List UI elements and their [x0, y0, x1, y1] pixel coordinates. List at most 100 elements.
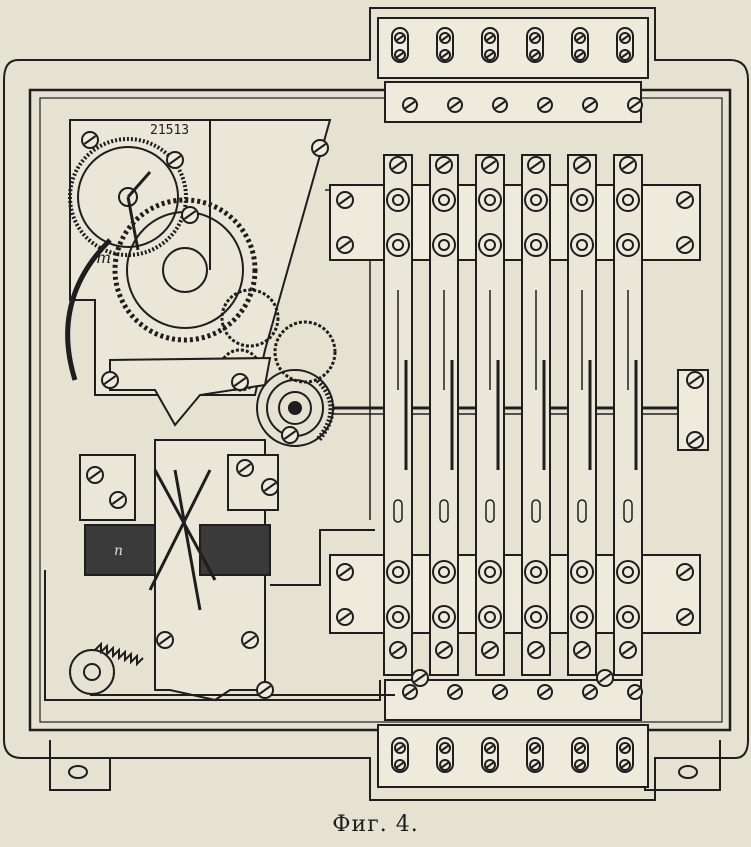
gear	[273, 320, 337, 384]
slot	[577, 499, 587, 523]
label-m: m	[96, 248, 111, 267]
nut-hole	[484, 611, 496, 623]
screw-slot	[437, 645, 451, 655]
screw-slot	[437, 160, 451, 170]
terminal-clamp	[481, 27, 499, 63]
screw-slot	[575, 645, 589, 655]
nut-hole	[622, 566, 634, 578]
screw-slot	[575, 761, 585, 769]
hex-nut	[386, 560, 410, 584]
terminal-clamp	[481, 737, 499, 773]
screw-slot	[575, 744, 585, 752]
spring	[94, 641, 144, 667]
screw-slot	[529, 645, 543, 655]
nut-hole	[392, 194, 404, 206]
hex-nut	[432, 233, 456, 257]
top-terminal-block	[377, 17, 649, 79]
hex-nut	[386, 188, 410, 212]
screw-slot	[575, 51, 585, 59]
screw-slot	[263, 482, 277, 492]
hex-nut	[570, 560, 594, 584]
screw-slot	[83, 135, 97, 145]
nut-hole	[438, 194, 450, 206]
screw-slot	[238, 463, 252, 473]
hex-nut	[386, 233, 410, 257]
screw-slot	[485, 761, 495, 769]
hex-nut	[478, 188, 502, 212]
screw-slot	[620, 51, 630, 59]
screw-slot	[338, 612, 352, 622]
screw-slot	[530, 34, 540, 42]
slot	[623, 499, 633, 523]
slot	[439, 499, 449, 523]
screw-slot	[103, 375, 117, 385]
screw-slot	[539, 687, 551, 697]
hex-nut	[524, 233, 548, 257]
nut-hole	[530, 566, 542, 578]
screw-slot	[283, 430, 297, 440]
meter-mechanism-drawing: 21513 m n	[3, 7, 749, 801]
coil-left	[84, 524, 156, 576]
screw-slot	[620, 744, 630, 752]
mounting-lug	[68, 765, 88, 779]
screw-slot	[621, 645, 635, 655]
screw-slot	[494, 100, 506, 110]
screw-slot	[183, 210, 197, 220]
screw-slot	[530, 51, 540, 59]
label-n: n	[114, 543, 123, 559]
screw-slot	[449, 687, 461, 697]
coil-right	[199, 524, 271, 576]
terminal-clamp	[436, 737, 454, 773]
screw-slot	[338, 567, 352, 577]
nut-hole	[530, 194, 542, 206]
screw-slot	[440, 761, 450, 769]
nut-hole	[622, 194, 634, 206]
hex-nut	[616, 233, 640, 257]
screw-slot	[598, 673, 612, 683]
terminal-clamp	[526, 27, 544, 63]
screw-slot	[485, 51, 495, 59]
bottom-terminal-block	[384, 679, 642, 721]
screw-slot	[449, 100, 461, 110]
mounting-lug	[678, 765, 698, 779]
nut-hole	[622, 239, 634, 251]
nut-hole	[530, 239, 542, 251]
screw-slot	[584, 687, 596, 697]
screw-slot	[395, 744, 405, 752]
screw-slot	[258, 685, 272, 695]
slot	[393, 499, 403, 523]
screw-slot	[440, 744, 450, 752]
screw-slot	[485, 34, 495, 42]
figure-caption: Фиг. 4.	[332, 812, 419, 837]
screw-slot	[620, 34, 630, 42]
nut-hole	[576, 239, 588, 251]
screw-slot	[688, 435, 702, 445]
hex-nut	[478, 233, 502, 257]
housing-outline	[3, 7, 749, 801]
screw-slot	[158, 635, 172, 645]
screw-slot	[395, 51, 405, 59]
screw-slot	[395, 34, 405, 42]
terminal-clamp	[571, 737, 589, 773]
hex-nut	[570, 233, 594, 257]
hex-nut	[432, 560, 456, 584]
nut-hole	[392, 611, 404, 623]
screw-slot	[313, 143, 327, 153]
screw-slot	[629, 687, 641, 697]
screw-slot	[678, 195, 692, 205]
screw-slot	[575, 34, 585, 42]
screw-slot	[243, 635, 257, 645]
hex-nut	[524, 605, 548, 629]
nut-hole	[438, 611, 450, 623]
screw-slot	[168, 155, 182, 165]
hex-nut	[478, 605, 502, 629]
screw-slot	[404, 100, 416, 110]
counter-reading: 21513	[150, 123, 189, 138]
screw-slot	[678, 567, 692, 577]
hex-nut	[570, 605, 594, 629]
nut-hole	[530, 611, 542, 623]
nut-hole	[484, 194, 496, 206]
nut-hole	[484, 566, 496, 578]
nut-hole	[576, 611, 588, 623]
terminal-clamp	[616, 737, 634, 773]
